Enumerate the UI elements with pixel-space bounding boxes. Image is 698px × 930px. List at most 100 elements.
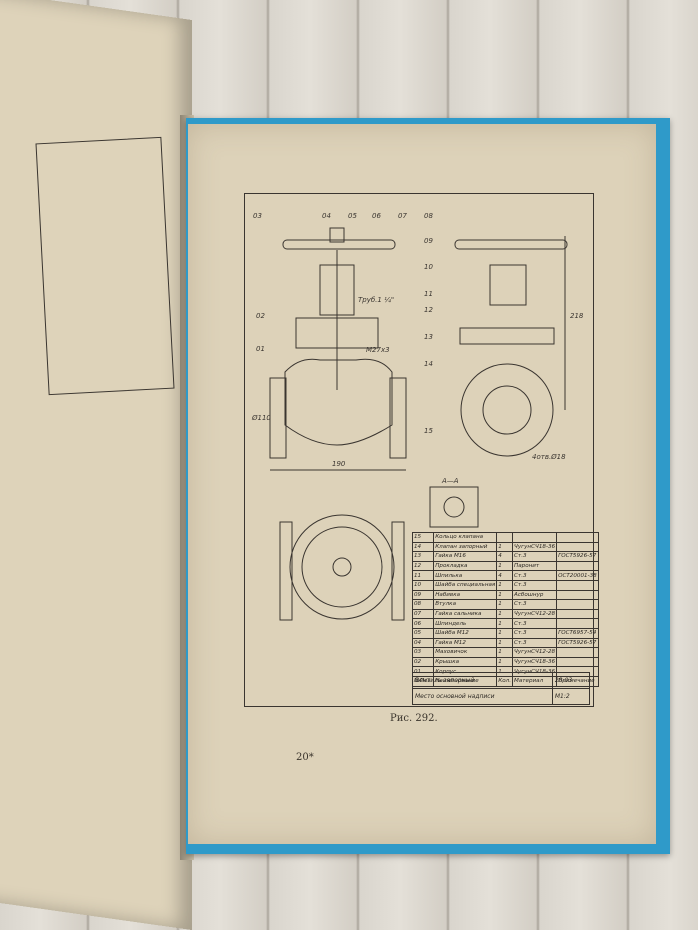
parts-list-cell-name: Гайка М12: [433, 637, 498, 649]
parts-list-cell-qty: 1: [496, 560, 514, 572]
callout-13: 13: [424, 333, 433, 341]
parts-list-cell-note: [556, 599, 599, 610]
top-view-left-flange: [279, 521, 293, 621]
parts-list-cell-qty: 4: [496, 570, 514, 581]
title-block-code: 28-03: [551, 672, 591, 689]
parts-list-cell-note: [556, 656, 599, 668]
parts-list-cell-material: Ст.3: [512, 551, 558, 562]
parts-list-cell-note: [556, 608, 599, 620]
parts-list-cell-pos: 12: [411, 560, 435, 572]
parts-list-cell-material: Ст.3: [512, 579, 558, 591]
drawing-frame: [244, 193, 594, 707]
callout-02: 02: [256, 312, 265, 320]
parts-list-cell-pos: 07: [411, 608, 435, 620]
thread-m27-label: M27x3: [366, 346, 390, 354]
parts-list-cell-qty: 1: [496, 627, 514, 639]
parts-list-cell-name: Гайка сальника: [433, 608, 498, 620]
parts-list-cell-pos: 03: [411, 647, 435, 658]
parts-list-cell-pos: 14: [411, 541, 435, 553]
callout-15: 15: [424, 427, 433, 435]
side-gland: [489, 264, 527, 306]
callout-09: 09: [424, 237, 433, 245]
parts-list-cell-note: [556, 618, 599, 629]
parts-list-cell-name: Клапан запорный: [433, 541, 498, 553]
dim-190-label: 190: [332, 460, 346, 468]
right-flange: [389, 377, 407, 459]
parts-list-cell-pos: 09: [411, 589, 435, 601]
page-number: 20*: [296, 752, 314, 763]
handwheel-section: [282, 239, 396, 250]
callout-03: 03: [253, 212, 262, 220]
pipe-thread-label: Труб.1 ¼": [358, 296, 394, 304]
parts-list-cell-qty: 1: [496, 647, 514, 658]
parts-list-cell-material: Ст.3: [512, 599, 558, 610]
parts-list-cell-note: [556, 541, 599, 553]
parts-list-cell-note: [556, 589, 599, 601]
parts-list-cell-name: Маховичок: [433, 647, 498, 658]
parts-list-cell-name: Набивка: [433, 589, 498, 601]
parts-list-cell-pos: 06: [411, 618, 435, 629]
figure-caption: Рис. 292.: [390, 713, 438, 724]
parts-list-cell-pos: 11: [411, 570, 435, 581]
parts-list-cell-material: Ст.3: [512, 618, 558, 629]
parts-list-cell-note: [556, 647, 599, 658]
parts-list-cell-qty: 1: [496, 608, 514, 620]
parts-list-cell-qty: 1: [496, 656, 514, 668]
callout-14: 14: [424, 360, 433, 368]
parts-list-cell-name: Прокладка: [433, 560, 498, 572]
parts-list-cell-pos: 15: [411, 532, 435, 543]
section-aa: [429, 486, 479, 528]
parts-list-cell-note: ОСТ20001-38: [556, 570, 599, 581]
parts-list-cell-qty: 1: [496, 589, 514, 601]
parts-list-cell-material: Паронит: [512, 560, 558, 572]
parts-list-cell-note: ГОСТ6957-54: [556, 627, 599, 639]
parts-list-cell-qty: 1: [496, 579, 514, 591]
parts-list-cell-name: Крышка: [433, 656, 498, 668]
valve-body: [284, 358, 393, 446]
side-handwheel: [454, 239, 568, 250]
section-label: А—А: [441, 477, 459, 485]
side-bore: [482, 385, 532, 435]
holes-label: 4отв.Ø18: [532, 453, 566, 461]
callout-04: 04: [322, 212, 331, 220]
parts-list-cell-name: Шпилька: [433, 570, 498, 581]
parts-list-cell-qty: 1: [496, 618, 514, 629]
dim-218-label: 218: [570, 312, 584, 320]
parts-list-cell-name: Втулка: [433, 599, 498, 610]
parts-list-cell-pos: 08: [411, 599, 435, 610]
dim-110-label: Ø110: [251, 414, 271, 422]
parts-list-cell-pos: 04: [411, 637, 435, 649]
parts-list-cell-note: [556, 579, 599, 591]
parts-list-cell-name: Шайба М12: [433, 627, 498, 639]
parts-list-cell-name: Кольцо клапана: [433, 532, 498, 543]
callout-06: 06: [372, 212, 381, 220]
bonnet: [295, 317, 379, 349]
parts-list-cell-name: Шпиндель: [433, 618, 498, 629]
title-block-stamp: Место основной надписи: [412, 688, 553, 705]
parts-list-cell-note: [556, 532, 599, 543]
side-flange: [460, 363, 554, 457]
callout-05: 05: [348, 212, 357, 220]
parts-list-cell-qty: 1: [496, 541, 514, 553]
parts-list-cell-name: Шайба специальная: [433, 579, 498, 591]
parts-list-cell-material: Ст.3: [512, 637, 558, 649]
parts-list-cell-note: ГОСТ5926-57: [556, 551, 599, 562]
callout-01: 01: [256, 345, 265, 353]
parts-list-cell-pos: 13: [411, 551, 435, 562]
parts-list-cell-qty: 1: [496, 599, 514, 610]
left-flange: [269, 377, 287, 459]
parts-list-cell-pos: 02: [411, 656, 435, 668]
